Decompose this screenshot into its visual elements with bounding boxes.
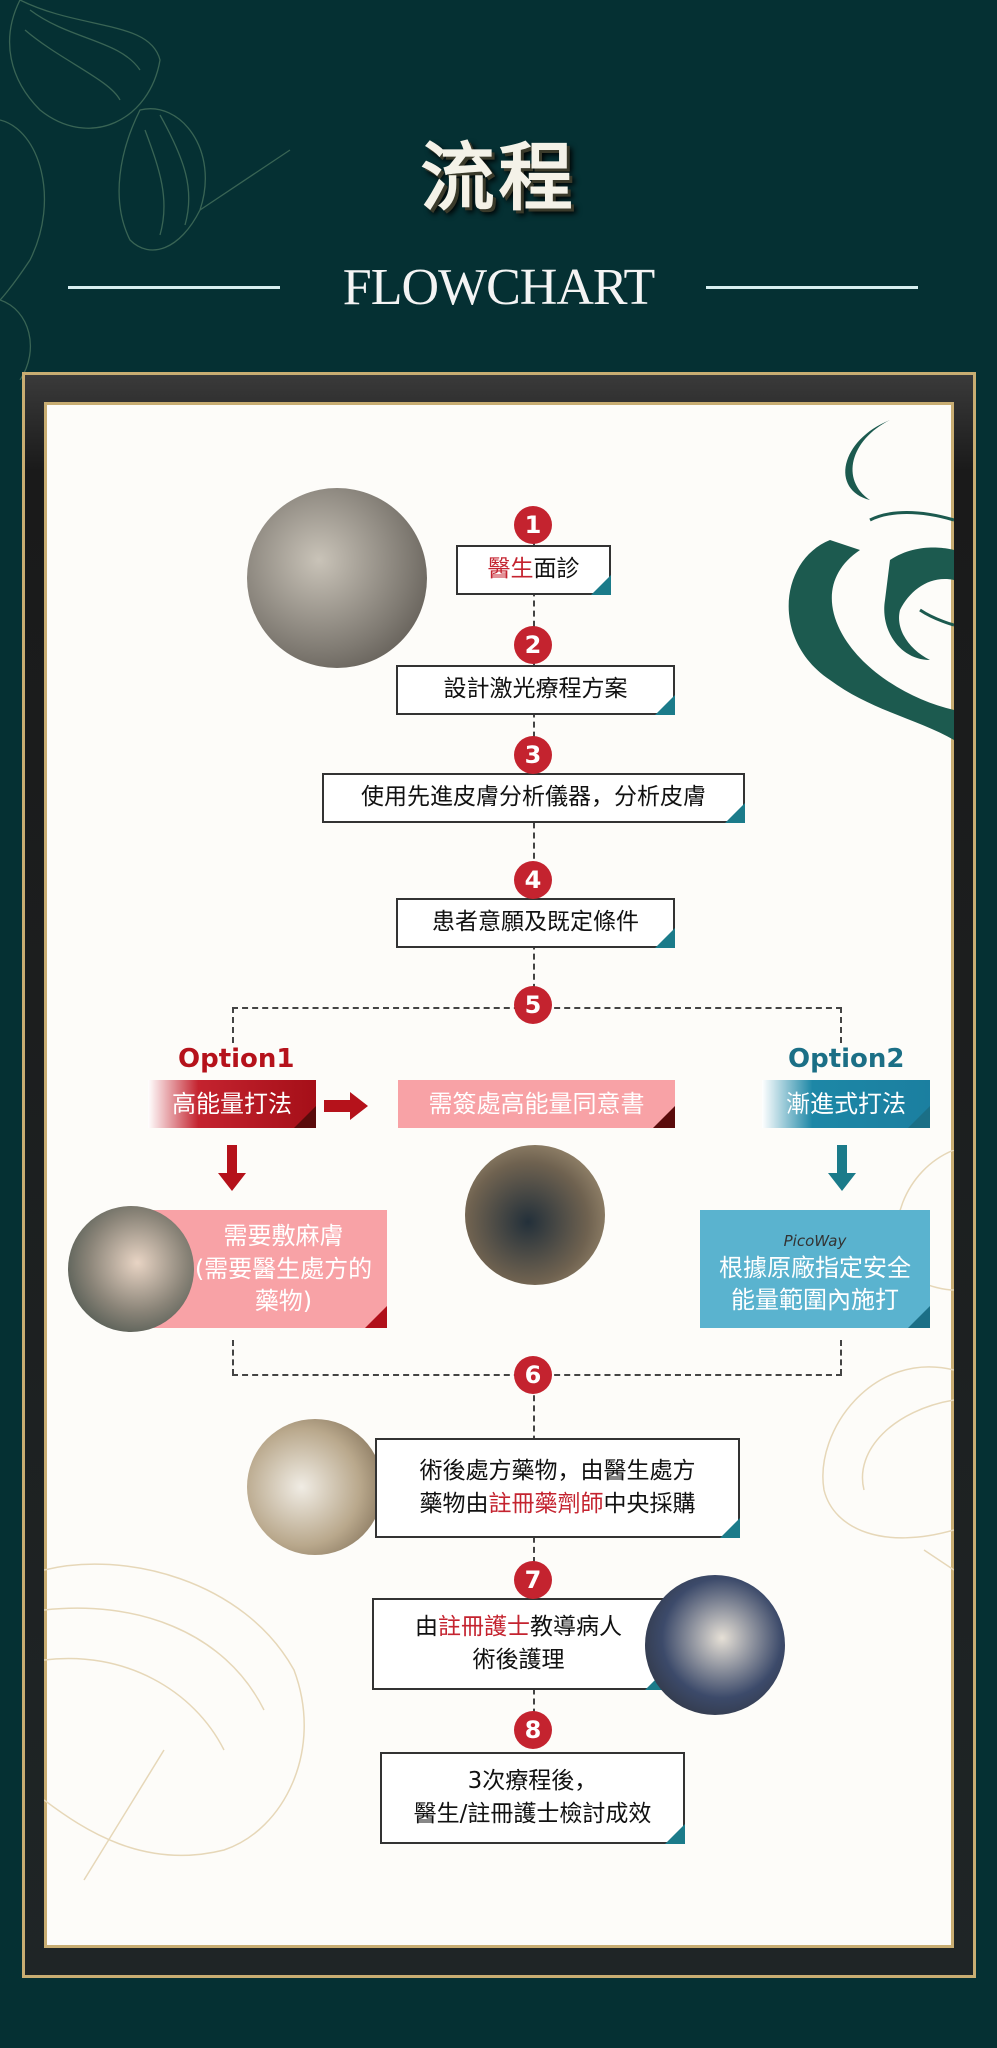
consent-text: 需簽處高能量同意書 <box>428 1089 645 1118</box>
branch-line-right <box>840 1007 842 1043</box>
doctor-consultation-photo <box>247 488 427 668</box>
step-7-box: 由註冊護士教導病人術後護理 <box>372 1598 665 1690</box>
option2-method-box: 漸進式打法 <box>762 1080 930 1128</box>
pharmacy-photo <box>247 1419 383 1555</box>
divider-left <box>68 286 280 289</box>
nurse-education-photo <box>645 1575 785 1715</box>
detail-line: 能量範圍內施打 <box>731 1286 899 1315</box>
highlight-text: 註冊藥劑師 <box>488 1491 604 1517</box>
detail-line: (需要醫生處方的 <box>194 1254 373 1283</box>
step-text: 中央採購 <box>603 1491 696 1517</box>
step-number-6: 6 <box>514 1356 552 1394</box>
branch-line-right <box>840 1340 842 1375</box>
step-text: 由 <box>415 1613 438 1640</box>
step-4-box: 患者意願及既定條件 <box>396 898 675 948</box>
option2-detail-box: PicoWay 根據原廠指定安全 能量範圍內施打 <box>700 1210 930 1328</box>
highlight-text: 註冊護士 <box>438 1613 530 1640</box>
step-text: 藥物由 <box>419 1491 489 1517</box>
arrow-down-icon <box>218 1145 246 1191</box>
step-text: 術後處方藥物，由醫生處方 <box>419 1457 696 1484</box>
step-text: 醫生/註冊護士檢討成效 <box>413 1801 652 1827</box>
highlight-text: 醫生 <box>487 556 534 583</box>
ginkgo-leaf-decoration <box>0 0 291 380</box>
branch-line-left <box>232 1340 234 1375</box>
page-subtitle: FLOWCHART <box>342 259 655 316</box>
brand-logo-icon <box>788 420 954 740</box>
step-number-5: 5 <box>514 986 552 1024</box>
option1-method-box: 高能量打法 <box>148 1080 316 1128</box>
step-8-box: 3次療程後， 醫生/註冊護士檢討成效 <box>380 1752 685 1844</box>
step-3-box: 使用先進皮膚分析儀器，分析皮膚 <box>322 773 745 823</box>
page-title: 流程 <box>420 135 577 221</box>
option2-label: Option2 <box>788 1044 905 1074</box>
step-text: 3次療程後， <box>467 1767 598 1794</box>
step-text: 面診 <box>533 556 580 583</box>
step-number-4: 4 <box>514 861 552 899</box>
step-text: 術後護理 <box>472 1647 565 1673</box>
step-1-box: 醫生面診 <box>456 545 611 595</box>
divider-right <box>706 286 918 289</box>
detail-line: 需要敷麻膚 <box>223 1222 344 1251</box>
step-2-box: 設計激光療程方案 <box>396 665 675 715</box>
step-number-1: 1 <box>514 506 552 544</box>
step-number-3: 3 <box>514 736 552 774</box>
step-number-8: 8 <box>514 1711 552 1749</box>
picoway-logo: PicoWay <box>783 1232 847 1251</box>
step-number-2: 2 <box>514 626 552 664</box>
consent-signing-photo <box>465 1145 605 1285</box>
detail-line: 藥物) <box>254 1287 313 1316</box>
arrow-right-icon <box>324 1092 368 1120</box>
arrow-down-icon <box>828 1145 856 1191</box>
ginkgo-leaf-decoration <box>44 1150 954 1881</box>
step-6-box: 術後處方藥物，由醫生處方藥物由註冊藥劑師中央採購 <box>375 1438 740 1538</box>
step-number-7: 7 <box>514 1561 552 1599</box>
option1-label: Option1 <box>178 1044 295 1074</box>
numbing-cream-photo <box>68 1206 194 1332</box>
detail-line: 根據原廠指定安全 <box>719 1253 911 1282</box>
option2-method: 漸進式打法 <box>786 1089 906 1118</box>
consent-box: 需簽處高能量同意書 <box>398 1080 675 1128</box>
connector-line <box>533 1375 535 1745</box>
option1-method: 高能量打法 <box>172 1089 292 1118</box>
step-text: 教導病人 <box>530 1613 622 1640</box>
branch-line-left <box>232 1007 234 1043</box>
